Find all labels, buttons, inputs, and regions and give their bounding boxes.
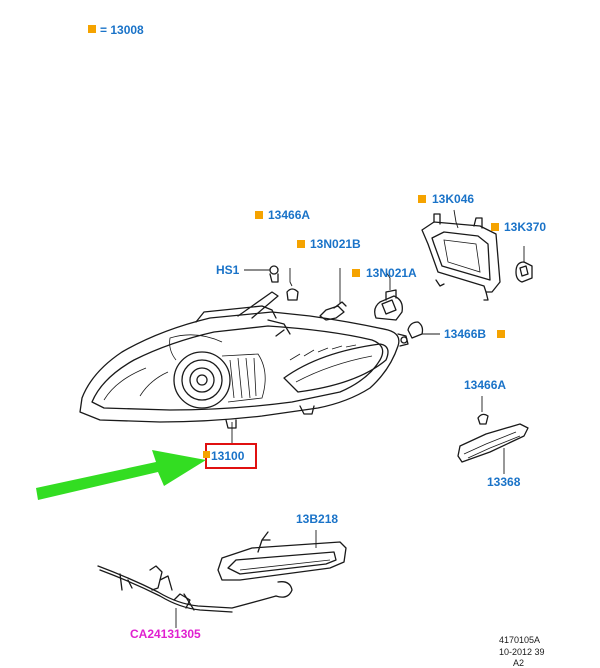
part-label: 13N021B: [310, 237, 361, 251]
marker-square: [352, 269, 360, 277]
label-13k370[interactable]: 13K370: [491, 220, 546, 234]
bulb-13n021a: [374, 271, 403, 321]
legend: = 13008: [88, 23, 144, 37]
label-13466a-side[interactable]: 13466A: [464, 378, 506, 392]
label-ca24131305[interactable]: CA24131305: [130, 627, 201, 641]
part-label: 13466A: [268, 208, 310, 222]
label-13368[interactable]: 13368: [487, 475, 521, 489]
wiring-harness: [97, 565, 277, 628]
marker-square: [297, 240, 305, 248]
part-label: HS1: [216, 263, 240, 277]
marker-square: [418, 195, 426, 203]
marker-square: [491, 223, 499, 231]
label-13b218[interactable]: 13B218: [296, 512, 338, 526]
part-label: 13N021A: [366, 266, 417, 280]
part-label: 13K370: [504, 220, 546, 234]
part-label: 13B218: [296, 512, 338, 526]
headlamp-assembly: [79, 291, 409, 429]
label-13466b[interactable]: 13466B: [444, 327, 505, 341]
part-label: 13466A: [464, 378, 506, 392]
footer: 4170105A 10-2012 39 A2: [499, 635, 545, 668]
legend-marker: [88, 25, 96, 33]
marker-square: [255, 211, 263, 219]
label-13k046[interactable]: 13K046: [418, 192, 474, 206]
bulb-13n021b: [319, 268, 347, 321]
legend-text: = 13008: [100, 23, 144, 37]
label-13100[interactable]: 13100: [203, 443, 257, 469]
footer-date: 10-2012 39: [499, 647, 545, 657]
label-13n021b[interactable]: 13N021B: [297, 237, 361, 251]
part-label: 13K046: [432, 192, 474, 206]
label-hs1[interactable]: HS1: [216, 263, 240, 277]
green-arrow-icon: [36, 450, 206, 500]
part-label: 13466B: [444, 327, 486, 341]
drl-lamp-13b218: [217, 530, 347, 598]
marker-square: [497, 330, 505, 338]
label-13n021a[interactable]: 13N021A: [352, 266, 417, 280]
part-label: 13368: [487, 475, 521, 489]
bulb-13k370: [515, 246, 533, 283]
part-label: 13100: [211, 449, 245, 463]
footer-rev: A2: [513, 658, 524, 668]
hs1-part: [244, 265, 279, 283]
bulb-13466a-top: [286, 268, 299, 301]
label-13466a-top[interactable]: 13466A: [255, 208, 310, 222]
bulb-13466b: [407, 321, 440, 339]
part-label: CA24131305: [130, 627, 201, 641]
side-marker-13368: [457, 396, 529, 474]
marker-square: [203, 451, 210, 458]
dust-cover-13k046: [421, 209, 501, 301]
footer-code: 4170105A: [499, 635, 540, 645]
